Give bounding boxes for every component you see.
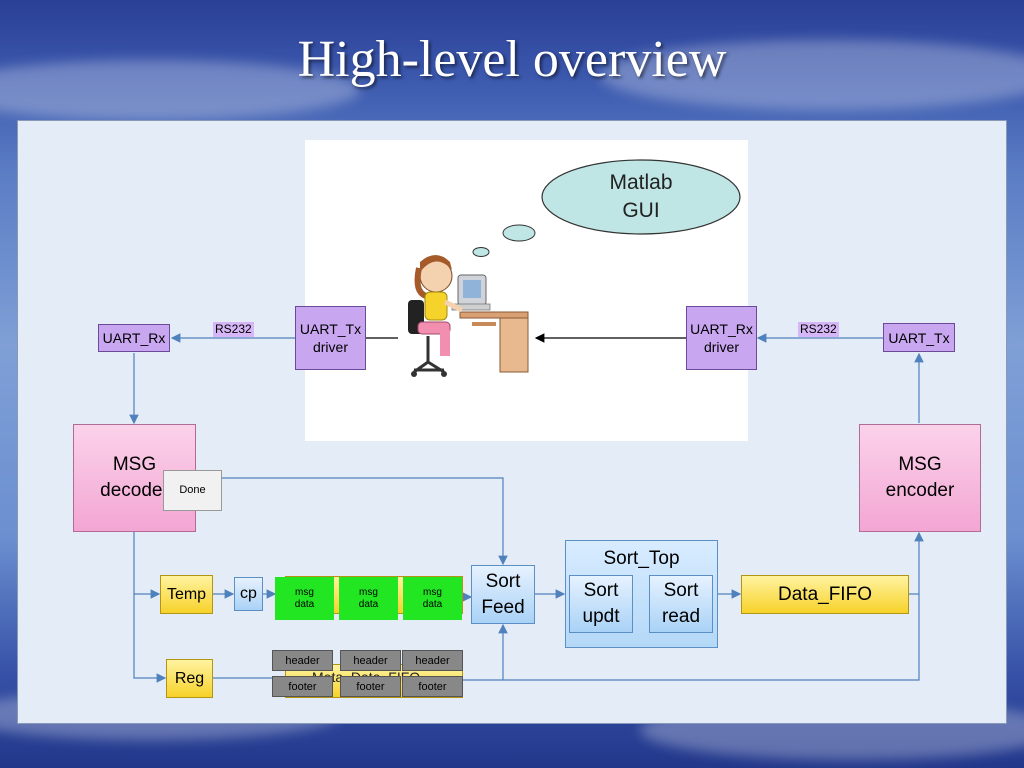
thought-bubble-line1: Matlab xyxy=(609,171,672,194)
temp-box: Temp xyxy=(160,575,213,614)
sort-read-line1: Sort xyxy=(663,580,699,601)
arrow-decoder-to-reg xyxy=(133,594,167,683)
slide-title: High-level overview xyxy=(297,31,727,88)
arrow-meta-to-sortfeed xyxy=(463,623,508,681)
arrow-done-to-sortfeed xyxy=(196,477,508,566)
thought-bubble-line2: GUI xyxy=(622,199,659,222)
msg-decoder-line2: decoder xyxy=(100,480,169,501)
sort-updt: Sort updt xyxy=(569,575,633,633)
msg-data-3-line1: msg xyxy=(423,586,442,598)
footer-1-label: footer xyxy=(288,680,317,693)
sort-feed: Sort Feed xyxy=(471,565,535,624)
data-fifo-label: Data_FIFO xyxy=(778,583,872,605)
uart-tx-right: UART_Tx xyxy=(883,323,955,352)
msg-data-block-2: msg data xyxy=(339,577,398,620)
arrow-datafifo-to-encoder xyxy=(909,531,924,595)
msg-decoder-line1: MSG xyxy=(112,454,157,475)
sort-read: Sort read xyxy=(649,575,713,633)
header-2-label: header xyxy=(353,654,388,667)
footer-1: footer xyxy=(272,676,333,697)
uart-tx-driver: UART_Tx driver xyxy=(295,306,366,370)
user-at-desk-illustration xyxy=(408,255,529,377)
header-3-label: header xyxy=(415,654,450,667)
cp-box: cp xyxy=(234,577,263,611)
msg-data-2-line2: data xyxy=(358,598,379,610)
msg-data-block-3: msg data xyxy=(403,577,462,620)
msg-encoder-line1: MSG xyxy=(898,454,942,475)
uart-tx-driver-line2: driver xyxy=(312,339,348,355)
arrow-meta-to-encoder xyxy=(503,594,920,681)
footer-3-label: footer xyxy=(418,680,447,693)
data-fifo: Data_FIFO xyxy=(741,575,909,614)
sort-feed-line2: Feed xyxy=(481,596,525,618)
uart-rx-left-label: UART_Rx xyxy=(102,330,166,346)
uart-rx-left: UART_Rx xyxy=(98,324,170,352)
msg-data-2-line1: msg xyxy=(359,586,378,598)
reg-label: Reg xyxy=(174,669,205,687)
footer-2-label: footer xyxy=(356,680,385,693)
sort-feed-line1: Sort xyxy=(485,570,521,592)
uart-tx-driver-line1: UART_Tx xyxy=(299,321,362,337)
temp-label: Temp xyxy=(166,585,207,603)
cp-label: cp xyxy=(240,585,257,602)
thought-bubble xyxy=(541,159,741,235)
rs232-right-label: RS232 xyxy=(798,322,839,337)
msg-data-block-1: msg data xyxy=(275,577,334,620)
header-1: header xyxy=(272,650,333,671)
uart-rx-driver-line2: driver xyxy=(703,339,739,355)
msg-encoder-line2: encoder xyxy=(885,480,955,501)
msg-data-1-line2: data xyxy=(294,598,315,610)
rs232-left-label: RS232 xyxy=(213,322,254,337)
header-1-label: header xyxy=(285,654,320,667)
uart-rx-driver-line1: UART_Rx xyxy=(690,321,753,337)
done-label: Done xyxy=(179,484,206,496)
reg-box: Reg xyxy=(166,659,213,698)
msg-data-1-line1: msg xyxy=(295,586,314,598)
sort-updt-line2: updt xyxy=(582,606,620,627)
thought-dot-small xyxy=(472,247,490,257)
msg-encoder: MSG encoder xyxy=(859,424,981,532)
arrow-decoder-to-temp xyxy=(133,532,161,599)
sort-top-title: Sort_Top xyxy=(603,548,680,569)
header-3: header xyxy=(402,650,463,671)
footer-3: footer xyxy=(402,676,463,697)
footer-2: footer xyxy=(340,676,401,697)
header-2: header xyxy=(340,650,401,671)
uart-tx-right-label: UART_Tx xyxy=(888,329,950,346)
sort-read-line2: read xyxy=(661,606,701,627)
msg-data-3-line2: data xyxy=(422,598,443,610)
thought-dot-large xyxy=(502,224,536,242)
uart-rx-driver: UART_Rx driver xyxy=(686,306,757,370)
msg-decoder: MSG decoder xyxy=(73,424,196,532)
done-box: Done xyxy=(163,470,222,511)
sort-updt-line1: Sort xyxy=(583,580,619,601)
